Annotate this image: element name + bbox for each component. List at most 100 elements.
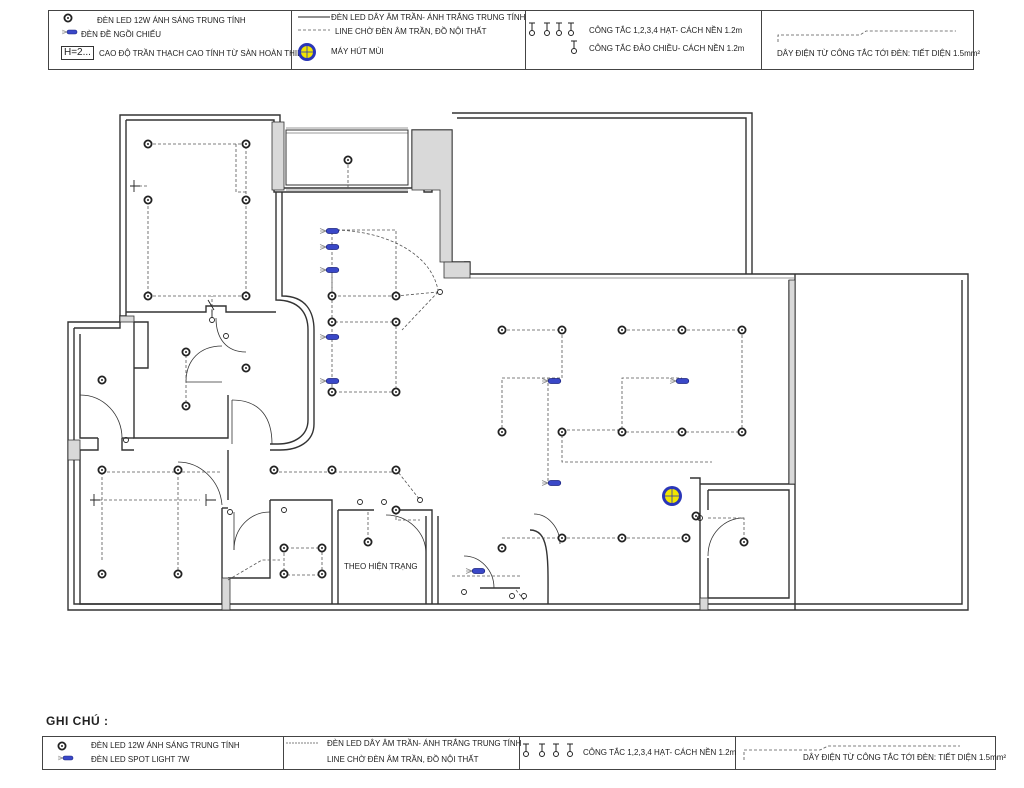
spot-light <box>541 480 562 486</box>
led-light <box>617 325 627 335</box>
led-light <box>327 465 337 475</box>
led-light <box>173 569 183 579</box>
led-light <box>173 465 183 475</box>
led-light <box>497 325 507 335</box>
door-swings <box>79 317 745 589</box>
legend-height-note: CAO ĐỘ TRẦN THẠCH CAO TÍNH TỪ SÀN HOÀN T… <box>99 49 309 58</box>
legend-switch-icons <box>528 22 578 54</box>
notes-spot-icon <box>57 755 74 761</box>
led-light <box>97 465 107 475</box>
led-light <box>391 465 401 475</box>
spot-light <box>669 378 690 384</box>
legend-wire-text: DÂY ĐIỆN TỪ CÔNG TẮC TỚI ĐÈN: TIẾT DIỆN … <box>777 49 981 58</box>
switches <box>90 180 703 599</box>
led-light <box>241 139 251 149</box>
led-light <box>557 533 567 543</box>
led-light <box>241 291 251 301</box>
spot-light <box>319 244 340 250</box>
led-light <box>681 533 691 543</box>
legend-spot-text: ĐÈN ĐỀ NGỒI CHIẾU <box>81 30 162 39</box>
led-light <box>327 317 337 327</box>
range-hood-icon <box>662 486 682 506</box>
led-light <box>327 387 337 397</box>
led-light <box>143 139 153 149</box>
led-light <box>391 387 401 397</box>
legend-cell-switches: CÔNG TẮC 1,2,3,4 HẠT- CÁCH NỀN 1.2m CÔNG… <box>525 11 762 69</box>
notes-wire-line <box>743 745 960 760</box>
notes-switch-text: CÔNG TẮC 1,2,3,4 HẠT- CÁCH NỀN 1.2m <box>583 748 737 757</box>
led-light <box>327 291 337 301</box>
led-light <box>97 375 107 385</box>
led-light <box>737 325 747 335</box>
legend-cell-strips: ĐÈN LED DÂY ÂM TRẦN- ÁNH TRẮNG TRUNG TÍN… <box>291 11 526 69</box>
legend-spot-icon <box>61 29 78 35</box>
led-light <box>97 569 107 579</box>
led-light <box>497 427 507 437</box>
legend-switch-text: CÔNG TẮC 1,2,3,4 HẠT- CÁCH NỀN 1.2m <box>589 26 743 35</box>
legend-switch-2way-text: CÔNG TẮC ĐẢO CHIỀU- CÁCH NỀN 1.2m <box>589 44 745 53</box>
led-light <box>269 465 279 475</box>
notes-cell-switches: CÔNG TẮC 1,2,3,4 HẠT- CÁCH NỀN 1.2m <box>519 737 736 769</box>
led-light <box>143 195 153 205</box>
notes-title: GHI CHÚ : <box>46 714 109 728</box>
legend-cell-wire: DÂY ĐIỆN TỪ CÔNG TẮC TỚI ĐÈN: TIẾT DIỆN … <box>761 11 980 69</box>
spot-light <box>319 334 340 340</box>
led-light <box>343 155 353 165</box>
legend-symbols-top <box>61 13 956 61</box>
legend-bottom: ĐÈN LED 12W ÁNH SÁNG TRUNG TÍNH ĐÈN LED … <box>42 736 1006 770</box>
legend-strip-text: ĐÈN LED DÂY ÂM TRẦN- ÁNH TRẮNG TRUNG TÍN… <box>331 13 526 22</box>
led-light <box>557 427 567 437</box>
notes-wire-text: DÂY ĐIỆN TỪ CÔNG TẮC TỚI ĐÈN: TIẾT DIỆN … <box>803 753 1007 762</box>
notes-cell-lights: ĐÈN LED 12W ÁNH SÁNG TRUNG TÍNH ĐÈN LED … <box>43 737 284 769</box>
led-light <box>677 427 687 437</box>
wiring <box>94 143 745 601</box>
led-light <box>363 537 373 547</box>
led-light <box>677 325 687 335</box>
notes-strip-text: ĐÈN LED DÂY ÂM TRẦN- ÁNH TRẮNG TRUNG TÍN… <box>327 739 522 748</box>
led-light <box>181 347 191 357</box>
spot-light <box>319 267 340 273</box>
legend-hood-text: MÁY HÚT MÙI <box>331 47 384 56</box>
legend-led12w-text: ĐÈN LED 12W ÁNH SÁNG TRUNG TÍNH <box>97 16 246 25</box>
spot-light <box>319 228 340 234</box>
notes-led-icon <box>57 741 67 751</box>
led-light <box>181 401 191 411</box>
led-light <box>739 537 749 547</box>
room-label-existing: THEO HIỆN TRẠNG <box>344 562 418 571</box>
legend-line-wait-text: LINE CHỜ ĐÈN ÂM TRẦN, ĐỒ NỘI THẤT <box>335 27 487 36</box>
led-light <box>391 317 401 327</box>
led-light <box>143 291 153 301</box>
notes-cell-wire: DÂY ĐIỆN TỪ CÔNG TẮC TỚI ĐÈN: TIẾT DIỆN … <box>735 737 1006 769</box>
spot-light <box>319 378 340 384</box>
notes-cell-strips: ĐÈN LED DÂY ÂM TRẦN- ÁNH TRẮNG TRUNG TÍN… <box>283 737 522 769</box>
notes-led12w-text: ĐÈN LED 12W ÁNH SÁNG TRUNG TÍNH <box>91 741 240 750</box>
legend-hood-icon <box>298 43 316 61</box>
led-downlights <box>97 139 749 579</box>
led-light <box>241 195 251 205</box>
led-light <box>279 543 289 553</box>
wall-fills <box>67 121 796 611</box>
led-light <box>497 543 507 553</box>
notes-spot7w-text: ĐÈN LED SPOT LIGHT 7W <box>91 755 190 764</box>
legend-symbols-bottom <box>57 741 960 761</box>
led-light <box>241 363 251 373</box>
spot-light <box>541 378 562 384</box>
legend-led-icon <box>63 13 73 23</box>
spot-light <box>465 568 486 574</box>
led-light <box>617 533 627 543</box>
height-tag: H=2... <box>61 46 94 60</box>
spot-lights <box>319 228 690 574</box>
legend-top: ĐÈN LED 12W ÁNH SÁNG TRUNG TÍNH ĐÈN ĐỀ N… <box>48 10 980 70</box>
led-light <box>737 427 747 437</box>
led-light <box>279 569 289 579</box>
notes-line-wait-text: LINE CHỜ ĐÈN ÂM TRẦN, ĐỒ NỘI THẤT <box>327 755 479 764</box>
led-light <box>391 291 401 301</box>
led-light <box>391 505 401 515</box>
legend-cell-lights: ĐÈN LED 12W ÁNH SÁNG TRUNG TÍNH ĐÈN ĐỀ N… <box>49 11 308 69</box>
windows <box>286 127 794 480</box>
led-light <box>317 543 327 553</box>
led-light <box>617 427 627 437</box>
led-light <box>557 325 567 335</box>
led-light <box>317 569 327 579</box>
